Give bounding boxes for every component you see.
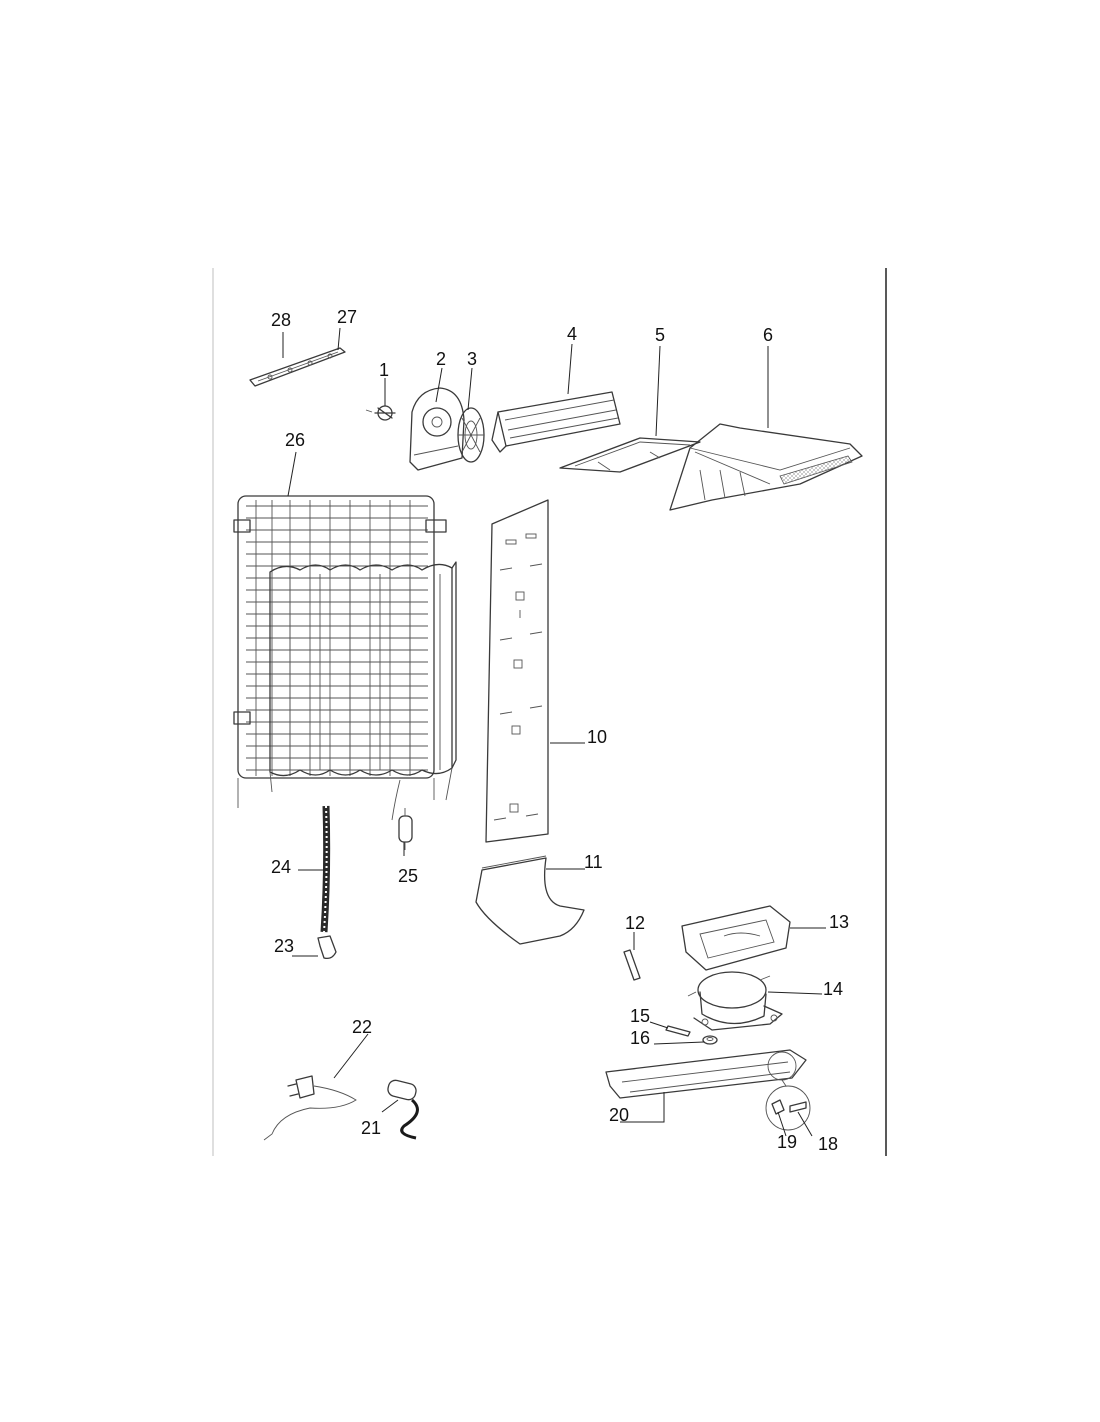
- callout-12: 12: [625, 913, 645, 933]
- callout-20: 20: [609, 1105, 629, 1125]
- callout-21: 21: [361, 1118, 381, 1138]
- bracket-strip-part: [249, 347, 346, 387]
- callout-5: 5: [655, 325, 665, 345]
- callout-3: 3: [467, 349, 477, 369]
- callout-2: 2: [436, 349, 446, 369]
- back-panel-part: [485, 499, 549, 843]
- fan-housing-part: [409, 387, 465, 471]
- callout-4: 4: [567, 324, 577, 344]
- plate-part: [559, 437, 701, 473]
- callout-28: 28: [271, 310, 291, 330]
- hose-end-part: [317, 935, 337, 960]
- condenser-coil-part: [233, 495, 447, 808]
- callout-19: 19: [777, 1132, 797, 1152]
- capacitor-part: [387, 1079, 419, 1140]
- grommet-part: [702, 1035, 718, 1045]
- callout-27: 27: [337, 307, 357, 327]
- callout-13: 13: [829, 912, 849, 932]
- condenser-front-part: [269, 561, 457, 821]
- callout-6: 6: [763, 325, 773, 345]
- rod-part: [623, 949, 641, 981]
- callout-10: 10: [587, 727, 607, 747]
- power-cord-part: [263, 1075, 357, 1141]
- clip-part: [665, 1025, 691, 1037]
- compressor-part: [687, 971, 783, 1031]
- curved-cover-part: [475, 855, 585, 945]
- detail-circle-part: [765, 1079, 811, 1131]
- callout-1: 1: [379, 360, 389, 380]
- base-rail-part: [605, 1049, 807, 1099]
- callout-22: 22: [352, 1017, 372, 1037]
- callout-18: 18: [818, 1134, 838, 1154]
- duct-cover-part: [669, 423, 863, 511]
- callout-25: 25: [398, 866, 418, 886]
- callout-26: 26: [285, 430, 305, 450]
- thermostat-part: [365, 405, 396, 421]
- evaporator-part: [491, 391, 621, 453]
- callout-16: 16: [630, 1028, 650, 1048]
- drain-hose-part: [320, 805, 331, 933]
- fan-motor-part: [457, 407, 485, 463]
- callout-24: 24: [271, 857, 291, 877]
- callout-23: 23: [274, 936, 294, 956]
- filter-drier-part: [398, 808, 413, 850]
- drip-tray-part: [681, 905, 791, 971]
- callout-11: 11: [584, 852, 603, 872]
- callout-14: 14: [823, 979, 843, 999]
- leader-lines: [282, 327, 826, 1137]
- callout-15: 15: [630, 1006, 650, 1026]
